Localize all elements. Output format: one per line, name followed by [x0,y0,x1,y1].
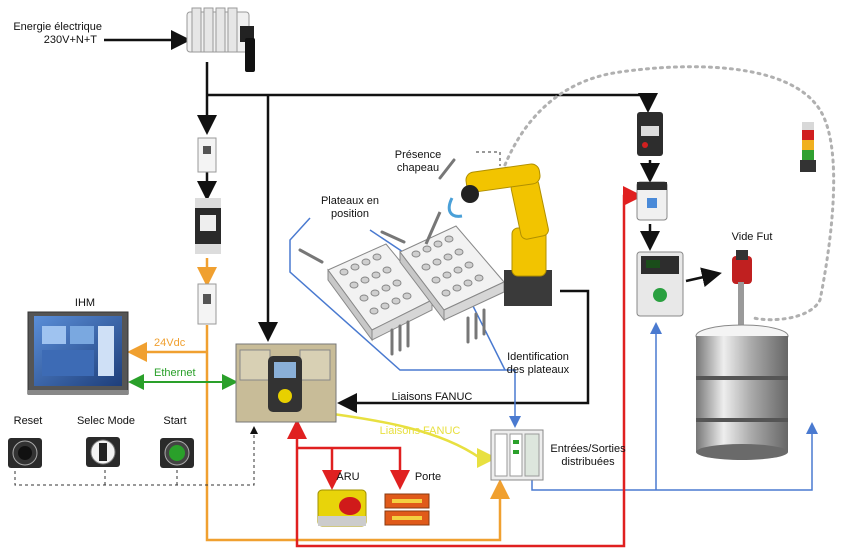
tray-hole [453,266,463,274]
power-supply-24v [195,198,221,254]
tray-hole [382,266,392,274]
tray-hole [360,276,370,284]
dashed-signal-wires [14,151,501,486]
start-button-device [160,438,194,468]
label-vide-fut: Vide Fut [732,231,773,243]
tray-hole [372,253,382,261]
tray-hole [359,294,369,302]
label-plateaux-line1: Plateaux en [321,195,379,207]
label-ethernet: Ethernet [154,367,196,379]
label-liaisons-fanuc-black: Liaisons FANUC [392,391,473,403]
label-reset: Reset [14,415,43,427]
dotted-signal-loop [498,65,836,322]
tray-hole [443,253,453,261]
tray-hole [441,289,451,297]
label-energy-line2: 230V+N+T [44,34,97,46]
fanuc-controller [235,343,337,423]
tray-hole [452,284,462,292]
variable-frequency-drive [636,251,684,317]
tray-hole [361,258,371,266]
tray-hole [380,302,390,310]
tray-hole [349,281,359,289]
door-safety-switch [384,493,430,526]
label-plateaux-line2: position [331,208,369,220]
tray-hole [442,271,452,279]
tray-hole [392,279,402,287]
label-aru: ARU [336,471,359,483]
hmi-panel [27,311,129,395]
red-safety-wires [287,186,643,548]
drum-pump [695,250,789,460]
tray-hole [402,292,412,300]
label-presence-line2: chapeau [397,162,439,174]
yellow-fanuc-link [317,410,497,468]
tray-hole [422,245,432,253]
label-es-line2: distribuées [561,456,615,468]
distributed-io-module [490,429,544,481]
tray-hole [431,276,441,284]
tray-hole [411,250,421,258]
tray-hole [454,248,464,256]
circuit-breaker [197,137,217,173]
tray-hole [339,268,349,276]
tray-holes [339,235,484,315]
tray-hole [421,263,431,271]
label-liaisons-fanuc-yellow: Liaisons FANUC [380,425,461,437]
breaker-24v [197,283,217,325]
aru-emergency-stop [317,489,367,527]
label-es-line1: Entrées/Sorties [550,443,626,455]
label-energy-line1: Energie électrique [13,21,102,33]
selec-mode-switch-device [86,437,120,467]
stack-light [800,122,816,172]
tray-hole [464,261,474,269]
tray-hole [350,263,360,271]
label-selec-mode: Selec Mode [77,415,135,427]
label-ident-line2: des plateaux [507,364,570,376]
contactor [636,181,668,221]
main-switch [186,7,255,72]
tray-hole [381,284,391,292]
label-start: Start [163,415,186,427]
fanuc-robot [424,163,552,306]
label-porte: Porte [415,471,441,483]
tray-hole [444,235,454,243]
tray-hole [369,307,379,315]
tray-hole [391,297,401,305]
orange-24v-wires [127,258,510,542]
label-ihm: IHM [75,297,95,309]
tray-hole [463,279,473,287]
proximity-sensors [298,158,486,356]
tray-hole [370,289,380,297]
tray-hole [432,258,442,266]
label-ident-line1: Identification [507,351,569,363]
label-24vdc: 24Vdc [154,337,186,349]
label-presence-line1: Présence [395,149,441,161]
motor-starter [637,112,663,156]
reset-button-device [8,438,42,468]
power-wires [104,30,722,413]
tray-hole [433,240,443,248]
tray-hole [474,274,484,282]
tray-hole [371,271,381,279]
